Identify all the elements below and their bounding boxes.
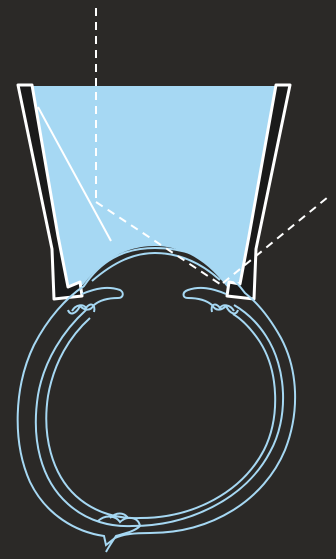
eye-wash-cup-diagram [0, 0, 336, 559]
